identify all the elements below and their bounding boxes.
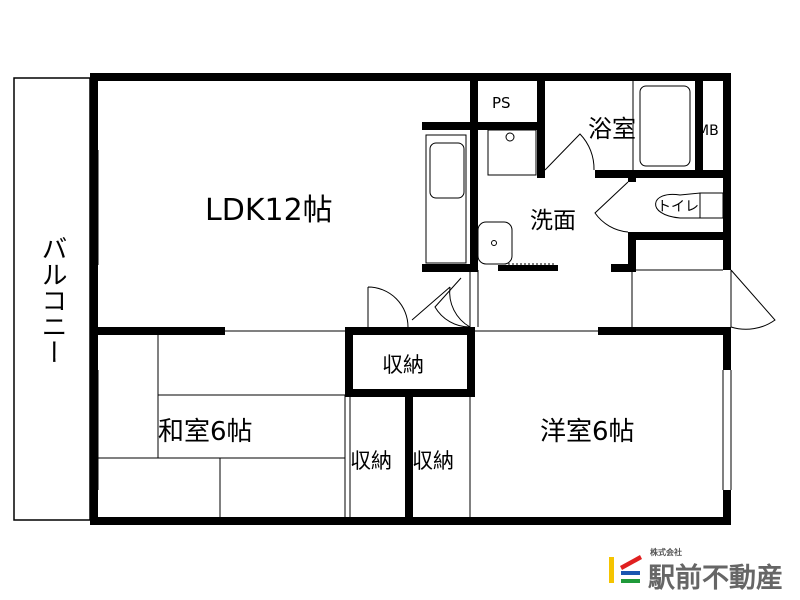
- ldk-label: LDK12帖: [205, 193, 333, 228]
- bath-label: 浴室: [588, 115, 636, 143]
- washroom-label: 洗面: [530, 208, 576, 234]
- company-logo-icon: [609, 555, 642, 583]
- toilet-label: トイレ: [657, 199, 699, 215]
- company-name: 駅前不動産: [648, 563, 783, 594]
- balcony-label: バルコニー: [37, 235, 67, 365]
- company-type: 株式会社: [650, 548, 682, 557]
- japanese-room-label: 和室6帖: [158, 417, 253, 447]
- closet-left-label: 収納: [350, 449, 392, 473]
- closet-top-label: 収納: [382, 353, 424, 377]
- western-room-label: 洋室6帖: [540, 417, 635, 447]
- ps-label: PS: [492, 94, 511, 112]
- walls: [90, 73, 731, 525]
- closet-right-label: 収納: [412, 449, 454, 473]
- mb-label: MB: [697, 123, 719, 139]
